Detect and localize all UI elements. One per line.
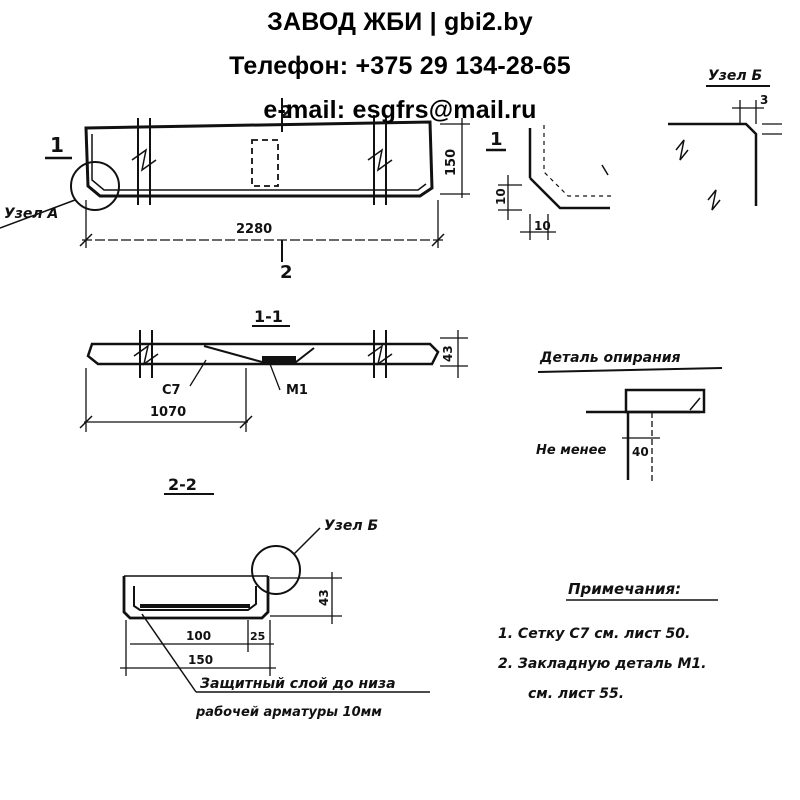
email-line: e-mail: esgfrs@mail.ru (263, 96, 537, 124)
dim-10-a-label: 10 (494, 188, 508, 205)
label-m1: М1 (286, 383, 308, 398)
site-title: ЗАВОД ЖБИ | gbi2.by (267, 8, 533, 36)
label-c7: С7 (162, 383, 181, 398)
note-2: 2. Закладную деталь М1. (498, 656, 706, 672)
length-2280-label: 2280 (236, 222, 272, 237)
dim-43-b-label: 43 (317, 589, 331, 606)
dim-150-label: 150 (188, 653, 213, 667)
cover-line-1: Защитный слой до низа (200, 676, 396, 692)
notes-title: Примечания: (568, 580, 681, 598)
dim-3-label: 3 (760, 93, 768, 107)
support-detail-title: Деталь опирания (539, 350, 681, 366)
dim-10-b-label: 10 (534, 219, 551, 233)
section-1-1-title: 1-1 (254, 307, 283, 326)
section-2-2 (120, 493, 430, 693)
note-1: 1. Сетку С7 см. лист 50. (498, 626, 690, 642)
dim-43-a-label: 43 (441, 345, 455, 362)
node-a-circle (70, 161, 120, 211)
phone-line: Телефон: +375 29 134-28-65 (229, 52, 571, 80)
dim-100-label: 100 (186, 629, 211, 643)
node-b-circle (251, 545, 301, 595)
node-b-detail (668, 85, 782, 211)
section-mark-2: 2 (280, 262, 293, 283)
dim-25-label: 25 (250, 630, 265, 643)
section-mark-2-top: 2 (280, 102, 293, 123)
dim-1070-label: 1070 (150, 405, 186, 420)
cover-line-2: рабочей арматуры 10мм (195, 705, 382, 720)
note-3: см. лист 55. (528, 686, 624, 702)
node-a-label: Узел А (4, 206, 58, 222)
section-mark-1-left: 1 (50, 133, 64, 157)
plan-view (0, 98, 470, 262)
support-detail (537, 367, 723, 482)
dim-40-label: 40 (632, 445, 649, 459)
node-b-label-top: Узел Б (708, 68, 762, 84)
not-less-label: Не менее (536, 443, 606, 458)
section-mark-1-right: 1 (490, 129, 503, 150)
section-1-1 (79, 325, 468, 432)
height-150-label: 150 (444, 149, 459, 176)
node-b-label: Узел Б (324, 518, 378, 534)
section-2-2-title: 2-2 (168, 475, 197, 494)
node-a-detail (486, 125, 612, 240)
